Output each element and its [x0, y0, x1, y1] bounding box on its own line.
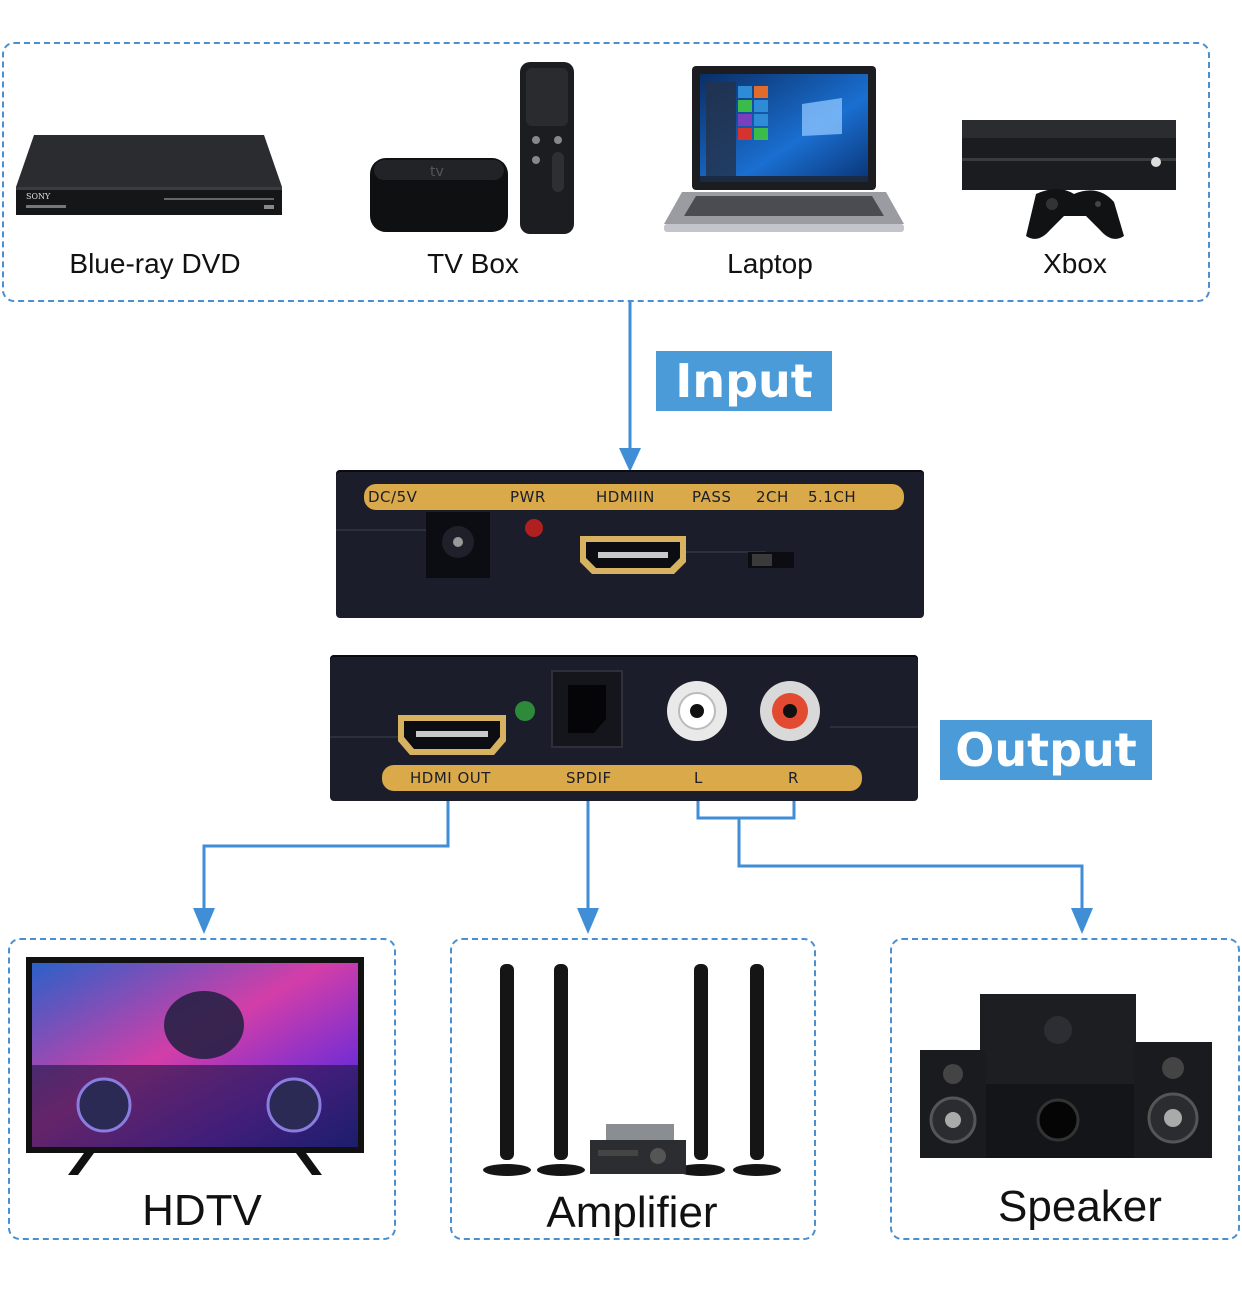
l-label: L — [694, 769, 703, 787]
spdif-label: SPDIF — [566, 769, 612, 787]
hdmi-out-label: HDMI OUT — [410, 769, 491, 787]
speaker-box — [890, 938, 1240, 1240]
speaker-label: Speaker — [998, 1182, 1162, 1231]
laptop-icon — [662, 64, 906, 245]
xbox-label: Xbox — [1043, 248, 1107, 279]
amplifier-box — [450, 938, 816, 1240]
amplifier-speaker-set-icon — [482, 960, 782, 1185]
dc-label: DC/5V — [368, 488, 418, 506]
hdtv-label: HDTV — [142, 1186, 262, 1235]
xbox-console-icon — [958, 118, 1180, 249]
2ch-label: 2CH — [756, 488, 789, 506]
output-panel: HDMI OUT SPDIF L R — [330, 655, 918, 801]
input-label-strip: DC/5V PWR HDMIIN PASS 2CH 5.1CH — [364, 484, 904, 510]
output-tag: Output — [940, 720, 1152, 780]
bluray-label: Blue-ray DVD — [69, 248, 241, 279]
amplifier-arrowhead — [577, 908, 599, 934]
hdtv-arrowhead — [193, 908, 215, 934]
r-label: R — [788, 769, 799, 787]
power-led-icon — [525, 519, 543, 537]
pass-label: PASS — [692, 488, 732, 506]
laptop-label: Laptop — [727, 248, 813, 279]
tv-box-icon: tv — [368, 60, 578, 243]
speaker-system-icon — [916, 990, 1216, 1167]
51ch-label: 5.1CH — [808, 488, 857, 506]
amplifier-label: Amplifier — [546, 1188, 718, 1237]
hdtv-box — [8, 938, 396, 1240]
sources-box — [2, 42, 1210, 302]
tvbox-brand: tv — [430, 164, 444, 180]
bluray-brand: SONY — [26, 192, 51, 201]
input-panel: DC/5V PWR HDMIIN PASS 2CH 5.1CH — [336, 470, 924, 618]
status-led-icon — [515, 701, 535, 721]
hdtv-icon — [24, 955, 366, 1182]
hdmi-in-label: HDMIIN — [596, 488, 655, 506]
output-label-strip: HDMI OUT SPDIF L R — [382, 765, 862, 791]
bluray-player-icon: SONY — [14, 125, 286, 230]
speaker-arrowhead — [1071, 908, 1093, 934]
pwr-label: PWR — [510, 488, 546, 506]
input-arrowhead — [619, 448, 641, 472]
tvbox-label: TV Box — [427, 248, 519, 279]
input-tag: Input — [656, 351, 832, 411]
